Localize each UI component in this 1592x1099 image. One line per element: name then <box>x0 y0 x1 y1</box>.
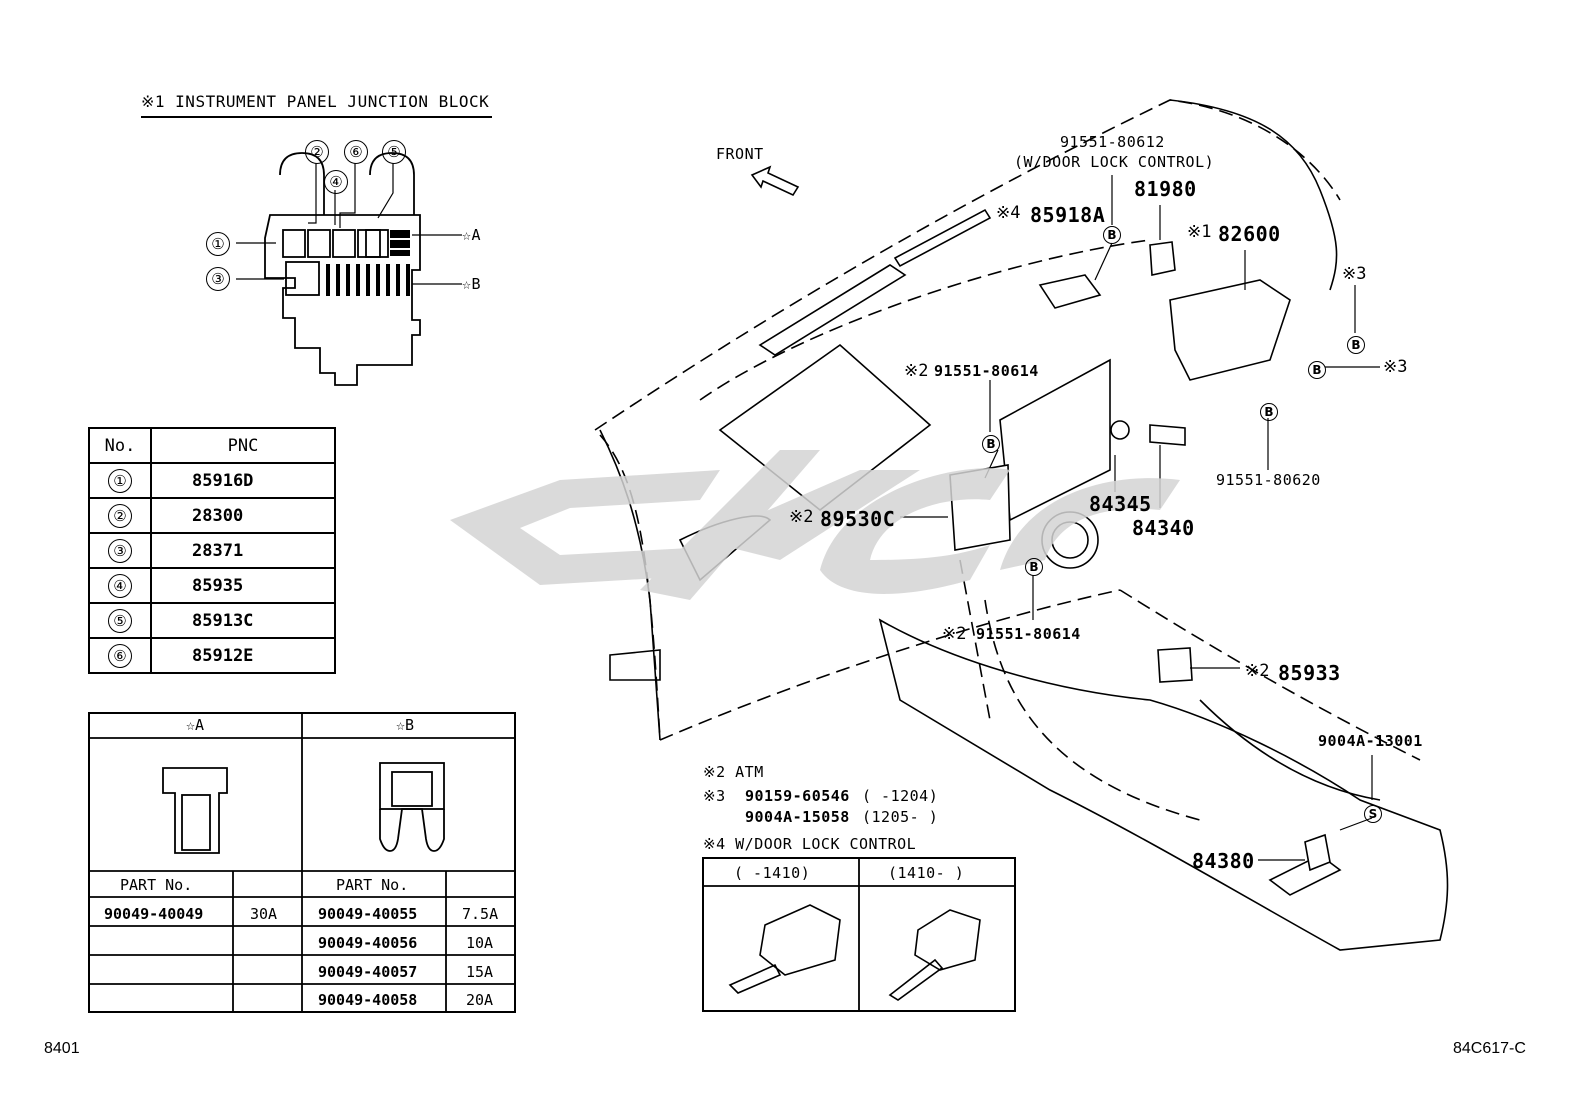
mark-4: ※4 <box>996 203 1021 223</box>
part-91551-80612: 91551-80612 <box>1060 133 1165 151</box>
door-col-2: (1410- ) <box>888 864 965 882</box>
row-no: ⑤ <box>108 608 132 633</box>
mark-3-top: ※3 <box>1342 264 1367 284</box>
junction-block-fuse-slots <box>326 230 410 296</box>
fuse-b-amp: 20A <box>466 991 494 1009</box>
part-85933: 85933 <box>1278 661 1341 685</box>
part-84345: 84345 <box>1089 492 1152 516</box>
fuse-b-amp: 10A <box>466 934 494 952</box>
table-row: ⑤ 85913C <box>88 602 336 639</box>
junction-block-title: ※1 INSTRUMENT PANEL JUNCTION BLOCK <box>141 92 490 111</box>
w-door-lock-label: (W/DOOR LOCK CONTROL) <box>1014 153 1215 171</box>
mark-2-c: ※2 <box>942 624 967 644</box>
note-3-part-a: 90159-60546 <box>745 787 850 805</box>
fuse-col-b: ☆B <box>396 716 415 734</box>
part-85918a: 85918A <box>1030 203 1106 227</box>
mark-2-a: ※2 <box>904 361 929 381</box>
marker-6: ⑥ <box>344 140 368 164</box>
part-91551-80620: 91551-80620 <box>1216 471 1321 489</box>
mark-2-b: ※2 <box>789 507 814 527</box>
row-pnc: 28371 <box>150 532 336 569</box>
table-header-row: No. PNC <box>88 427 336 464</box>
row-pnc: 85916D <box>150 462 336 499</box>
part-91551-80614-top: 91551-80614 <box>934 362 1039 380</box>
part-91551-80614-bot: 91551-80614 <box>976 625 1081 643</box>
row-pnc: 28300 <box>150 497 336 534</box>
door-lock-table: ( -1410) (1410- ) <box>702 857 1016 1012</box>
fuse-col-a: ☆A <box>186 716 205 734</box>
front-arrow-icon <box>750 165 800 197</box>
row-pnc: 85935 <box>150 567 336 604</box>
marker-4: ④ <box>324 170 348 194</box>
b-marker: B <box>1103 224 1121 244</box>
row-no: ③ <box>108 538 132 563</box>
door-relay-drawing-1 <box>728 904 841 994</box>
watermark <box>450 450 1180 600</box>
table-row: ⑥ 85912E <box>88 637 336 674</box>
row-no: ④ <box>108 573 132 598</box>
part-82600: 82600 <box>1218 222 1281 246</box>
marker-2: ② <box>305 140 329 164</box>
part-89530c: 89530C <box>820 507 896 531</box>
row-no: ① <box>108 468 132 493</box>
fuse-b-drawing <box>379 762 445 852</box>
part-9004a-13001: 9004A-13001 <box>1318 732 1423 750</box>
header-no: No. <box>88 427 152 464</box>
star-a-label: ☆A <box>462 226 482 244</box>
table-row: ④ 85935 <box>88 567 336 604</box>
note-3-mark: ※3 <box>703 787 726 805</box>
b-marker: B <box>1347 334 1365 354</box>
part-84380: 84380 <box>1192 849 1255 873</box>
row-pnc: 85912E <box>150 637 336 674</box>
fuse-b-part: 90049-40057 <box>318 963 418 981</box>
fuse-a-amp: 30A <box>250 905 278 923</box>
fuse-table: ☆A ☆B PART No. PART No. 90049-40049 30A … <box>88 712 516 1013</box>
note-3-part-b: 9004A-15058 <box>745 808 850 826</box>
note-3-range-a: ( -1204) <box>862 787 939 805</box>
marker-5: ⑤ <box>382 140 406 164</box>
b-marker: B <box>1308 359 1326 379</box>
star-b-label: ☆B <box>462 275 482 293</box>
mark-1: ※1 <box>1187 222 1212 242</box>
row-pnc: 85913C <box>150 602 336 639</box>
fuse-b-amp: 7.5A <box>462 905 499 923</box>
table-row: ② 28300 <box>88 497 336 534</box>
b-marker: B <box>1260 401 1278 421</box>
part-header-a: PART No. <box>120 876 193 894</box>
front-label: FRONT <box>716 145 764 163</box>
fuse-b-part: 90049-40055 <box>318 905 418 923</box>
part-header-b: PART No. <box>336 876 409 894</box>
footer-right: 84C617-C <box>1453 1040 1526 1057</box>
header-pnc: PNC <box>150 427 336 464</box>
part-81980: 81980 <box>1134 177 1197 201</box>
fuse-b-part: 90049-40058 <box>318 991 418 1009</box>
mark-2-d: ※2 <box>1245 661 1270 681</box>
marker-3: ③ <box>206 267 230 291</box>
row-no: ② <box>108 503 132 528</box>
b-marker: B <box>982 433 1000 453</box>
table-row: ① 85916D <box>88 462 336 499</box>
mark-3-right: ※3 <box>1383 357 1408 377</box>
note-3-range-b: (1205- ) <box>862 808 939 826</box>
note-2: ※2 ATM <box>703 763 764 781</box>
part-84340: 84340 <box>1132 516 1195 540</box>
marker-1: ① <box>206 232 230 256</box>
door-lock-table-grid <box>702 857 1016 1012</box>
junction-block-drawing <box>264 152 421 386</box>
fuse-b-part: 90049-40056 <box>318 934 418 952</box>
b-marker: B <box>1025 556 1043 576</box>
door-col-1: ( -1410) <box>734 864 811 882</box>
row-no: ⑥ <box>108 643 132 668</box>
door-relay-drawing-2 <box>888 909 981 1001</box>
footer-left: 8401 <box>44 1040 80 1057</box>
s-marker: S <box>1364 803 1382 823</box>
fuse-a-drawing <box>162 767 228 854</box>
table-row: ③ 28371 <box>88 532 336 569</box>
pnc-table: No. PNC ① 85916D ② 28300 ③ 28371 ④ 85935 ⑤ 85… <box>88 427 336 674</box>
fuse-a-part: 90049-40049 <box>104 905 204 923</box>
fuse-table-grid <box>88 712 516 1013</box>
fuse-b-amp: 15A <box>466 963 494 981</box>
note-4: ※4 W/DOOR LOCK CONTROL <box>703 835 917 853</box>
